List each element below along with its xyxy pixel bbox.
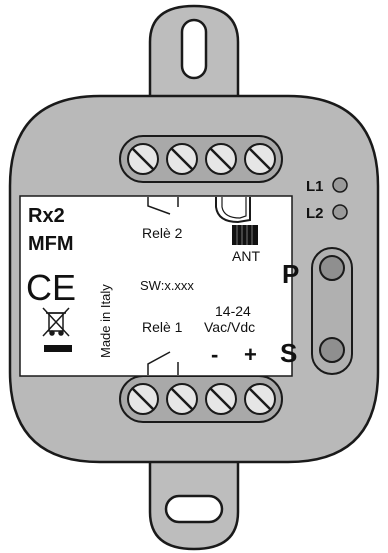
relay-1-label: Relè 1 [142,319,183,335]
terminal-screw-icon [127,143,159,175]
supply-type: Vac/Vdc [204,319,255,335]
antenna-coil-icon [232,225,258,245]
terminal-screw-icon [244,383,276,415]
model-name: Rx2 [28,205,65,227]
ce-mark: CE [26,267,76,308]
led-l1-icon [332,177,348,193]
bottom-slot-hole [164,494,224,524]
top-terminal-block [119,135,283,183]
top-mounting-tab [148,4,240,112]
weee-bar [44,345,72,352]
top-slot-hole [180,18,208,80]
led-l2-icon [332,204,348,220]
button-s-label: S [280,338,297,368]
antenna-wire-icon [215,197,251,224]
relay-2-label: Relè 2 [142,225,183,241]
weee-bin-icon [42,307,70,337]
terminal-screw-icon [205,143,237,175]
button-p-label: P [282,259,299,289]
model-variant: MFM [28,233,74,255]
antenna-label: ANT [232,248,260,264]
supply-minus: - [211,342,218,367]
software-version: SW:x.xxx [140,278,194,293]
terminal-screw-icon [166,383,198,415]
relay-2-contact-icon [147,197,179,215]
relay-1-contact-icon [147,351,179,375]
terminal-screw-icon [244,143,276,175]
supply-plus: + [244,342,257,367]
terminal-screw-icon [205,383,237,415]
supply-voltage: 14-24 [215,303,251,319]
terminal-screw-icon [166,143,198,175]
bottom-terminal-block [119,375,283,423]
button-s[interactable] [319,337,345,363]
terminal-screw-icon [127,383,159,415]
svg-text:L2: L2 [306,205,324,222]
led-l1: L1 [306,177,348,195]
svg-text:L1: L1 [306,178,324,195]
button-p[interactable] [319,255,345,281]
origin-text: Made in Italy [98,284,113,358]
led-l2: L2 [306,204,348,222]
